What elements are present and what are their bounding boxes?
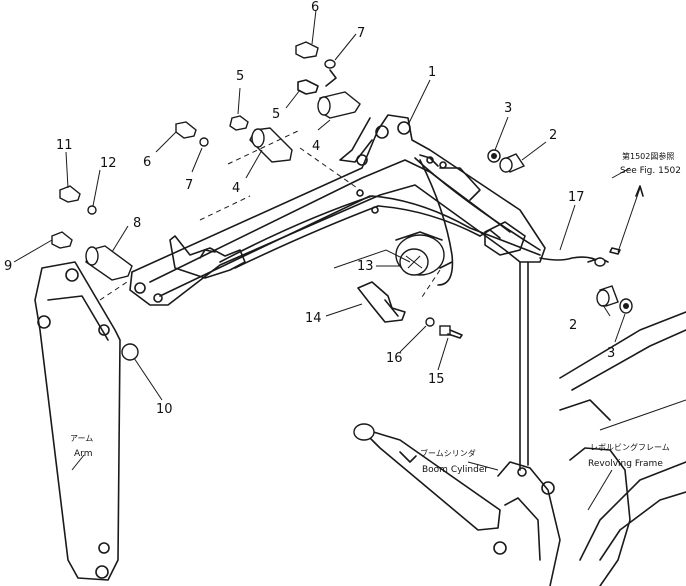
revolving-frame: [559, 311, 686, 586]
arm-label-en: Arm: [74, 449, 92, 459]
callout-7: 7: [357, 26, 365, 41]
harness-connector: [587, 185, 644, 267]
arm-boom-pin: [51, 185, 139, 361]
callout-6: 6: [143, 155, 151, 170]
callout-7: 7: [185, 178, 193, 193]
lamp-bolt: [425, 317, 463, 339]
callout-numbers: 1 2 2 3 3 4 4 5 5 6 6 7 7 8 9 10 11 12 1…: [4, 0, 615, 417]
callout-12: 12: [100, 156, 117, 171]
lamp-bracket: [357, 281, 406, 323]
callout-4: 4: [312, 139, 320, 154]
leader-lines: [13, 9, 631, 511]
callout-17: 17: [568, 190, 585, 205]
wiring-harness: [219, 154, 601, 286]
boom-cylinder-label-jp: ブームシリンダ: [420, 448, 476, 458]
callout-8: 8: [133, 216, 141, 231]
callout-11: 11: [56, 138, 73, 153]
callout-15: 15: [428, 372, 445, 387]
callout-4: 4: [232, 181, 240, 196]
callout-2: 2: [549, 128, 557, 143]
callout-3: 3: [607, 346, 615, 361]
callout-5: 5: [272, 107, 280, 122]
revolving-frame-label-jp: レボルビングフレーム: [590, 442, 670, 452]
callout-5: 5: [236, 69, 244, 84]
callout-3: 3: [504, 101, 512, 116]
revolving-frame-label-en: Revolving Frame: [588, 459, 663, 469]
bushing-top: [487, 149, 526, 173]
callout-14: 14: [305, 311, 322, 326]
boom-foot-pin: [295, 41, 361, 119]
boom: [129, 114, 546, 306]
callout-13: 13: [357, 259, 374, 274]
callout-6: 6: [311, 0, 319, 15]
see-fig-label-en: See Fig. 1502: [620, 166, 681, 176]
arm-label-jp: アーム: [70, 434, 93, 443]
arm: [34, 261, 121, 581]
bushing-right: [596, 285, 633, 314]
callout-10: 10: [156, 402, 173, 417]
callout-1: 1: [428, 65, 436, 80]
callout-2: 2: [569, 318, 577, 333]
text-labels: アーム Arm ブームシリンダ Boom Cylinder レボルビングフレーム…: [70, 151, 681, 475]
work-lamp: [395, 231, 453, 276]
arm-pin: [175, 115, 293, 163]
boom-cylinder: [353, 261, 561, 586]
boom-cylinder-label-en: Boom Cylinder: [422, 465, 488, 475]
callout-9: 9: [4, 259, 12, 274]
see-fig-label-jp: 第1502図参照: [622, 151, 674, 161]
callout-16: 16: [386, 351, 403, 366]
